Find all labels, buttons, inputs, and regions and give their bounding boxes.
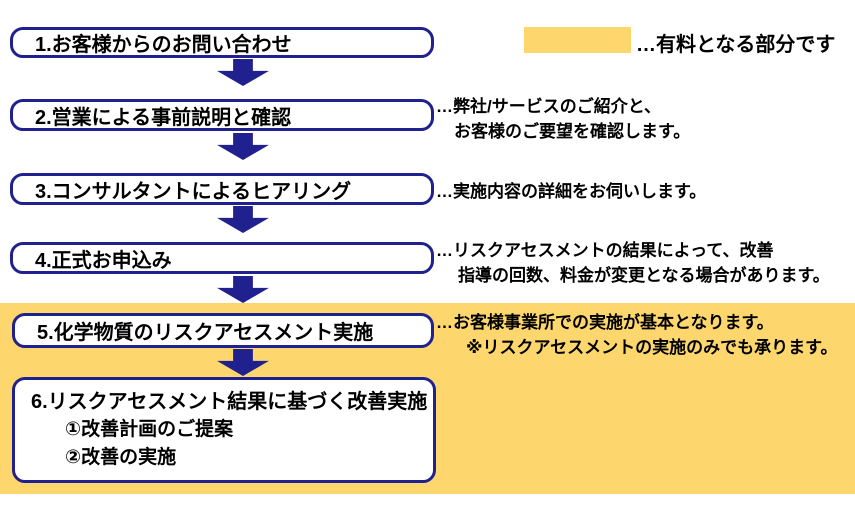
step-label-5: 5.化学物質のリスクアセスメント実施 bbox=[37, 322, 374, 344]
step-note-2: …弊社/サービスのご紹介と、 お客様のご要望を確認します。 bbox=[436, 94, 690, 144]
step-note-3: …実施内容の詳細をお伺いします。 bbox=[436, 179, 706, 204]
step-note-5: …お客様事業所での実施が基本となります。 ※リスクアセスメントの実施のみでも承り… bbox=[436, 310, 838, 360]
step-label-4: 4.正式お申込み bbox=[35, 249, 172, 272]
step-label-1: 1.お客様からのお問い合わせ bbox=[35, 34, 292, 56]
step-box-4: 4.正式お申込み bbox=[10, 242, 434, 274]
step-note-4: …リスクアセスメントの結果によって、改善 指導の回数、料金が変更となる場合があり… bbox=[436, 238, 830, 288]
step-box-2: 2.営業による事前説明と確認 bbox=[10, 99, 434, 131]
step-6-sub-item-1: ①改善計画のご提案 bbox=[65, 419, 234, 440]
step-box-5: 5.化学物質のリスクアセスメント実施 bbox=[12, 313, 434, 348]
note-line: …お客様事業所での実施が基本となります。 bbox=[436, 313, 774, 332]
step-box-6: 6.リスクアセスメント結果に基づく改善実施 ①改善計画のご提案 ②改善の実施 bbox=[12, 377, 436, 483]
note-line: …リスクアセスメントの結果によって、改善 bbox=[436, 241, 774, 260]
down-arrow-4 bbox=[217, 276, 269, 303]
step-label-2: 2.営業による事前説明と確認 bbox=[35, 106, 292, 129]
down-arrow-2 bbox=[217, 133, 269, 160]
step-6-sub-item-2: ②改善の実施 bbox=[65, 447, 177, 468]
paid-legend-label: …有料となる部分です bbox=[636, 34, 836, 56]
note-line: …実施内容の詳細をお伺いします。 bbox=[436, 182, 707, 201]
down-arrow-1 bbox=[217, 59, 269, 86]
note-line: ※リスクアセスメントの実施のみでも承ります。 bbox=[466, 338, 838, 357]
down-arrow-3 bbox=[217, 206, 269, 233]
step-label-3: 3.コンサルタントによるヒアリング bbox=[35, 180, 352, 203]
note-line: 指導の回数、料金が変更となる場合があります。 bbox=[458, 266, 830, 285]
note-line: …弊社/サービスのご紹介と、 bbox=[436, 97, 662, 116]
note-line: お客様のご要望を確認します。 bbox=[454, 122, 691, 141]
step-box-1: 1.お客様からのお問い合わせ bbox=[10, 27, 434, 58]
step-label-6: 6.リスクアセスメント結果に基づく改善実施 bbox=[31, 391, 428, 413]
paid-color-swatch bbox=[524, 27, 631, 53]
step-box-3: 3.コンサルタントによるヒアリング bbox=[10, 173, 434, 205]
